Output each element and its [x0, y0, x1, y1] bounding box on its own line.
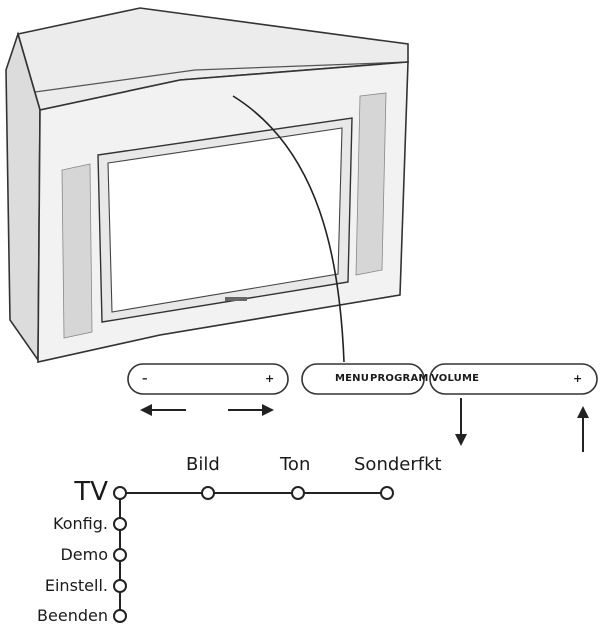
menu-label-demo: Demo [60, 545, 108, 564]
program-button-label: PROGRAM [370, 373, 429, 384]
menu-node-bild [201, 486, 215, 500]
volume-rocker-left[interactable] [127, 363, 289, 395]
volume-rocker-right[interactable] [429, 363, 598, 395]
menu-node-sonderfkt [380, 486, 394, 500]
menu-label-bild: Bild [186, 454, 220, 475]
left-arrow-icon [140, 404, 186, 416]
volume-plus-right-label: + [573, 372, 583, 385]
menu-label-tv: TV [74, 477, 108, 507]
menu-node-beenden [113, 609, 127, 623]
menu-node-einstell [113, 579, 127, 593]
tv-top-ridge [34, 61, 409, 93]
tv-left-side [5, 31, 41, 363]
callout-line [232, 95, 345, 363]
menu-node-tv [113, 486, 127, 500]
up-arrow-icon [577, 406, 589, 452]
menu-node-konfig [113, 517, 127, 531]
menu-label-einstell: Einstell. [44, 576, 108, 595]
menu-program-button[interactable] [301, 363, 425, 395]
tv-right-speaker-grill [355, 92, 387, 276]
menu-label-ton: Ton [280, 454, 311, 475]
volume-button-label: VOLUME [431, 373, 480, 384]
menu-label-konfig: Konfig. [53, 514, 108, 533]
right-arrow-icon [228, 404, 274, 416]
down-arrow-icon [455, 398, 467, 446]
menu-label-beenden: Beenden [37, 606, 108, 625]
menu-node-demo [113, 548, 127, 562]
tv-screen [107, 127, 343, 313]
menu-label-sonderfkt: Sonderfkt [354, 454, 442, 475]
volume-minus-label: – [142, 372, 148, 385]
volume-plus-label: + [265, 372, 275, 385]
tv-left-speaker-grill [61, 163, 93, 339]
menu-node-ton [291, 486, 305, 500]
menu-button-label: MENU [335, 373, 370, 384]
tv-bottom-edge [37, 294, 401, 363]
tv-brand-mark [225, 297, 247, 301]
